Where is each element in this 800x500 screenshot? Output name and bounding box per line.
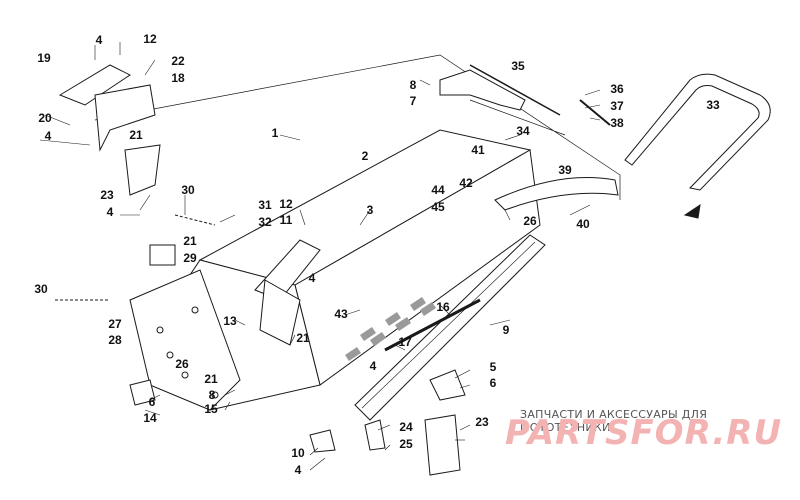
callout-7: 7	[409, 94, 417, 108]
bracket-24	[364, 419, 386, 451]
callout-31: 31	[258, 198, 272, 212]
front-hoop	[58, 64, 131, 106]
callout-28: 28	[108, 333, 122, 347]
callout-33: 33	[706, 98, 720, 112]
callout-12: 12	[143, 32, 157, 46]
callout-8: 8	[409, 78, 417, 92]
running-board-rail	[354, 234, 546, 421]
callout-21: 21	[183, 234, 197, 248]
callout-12: 12	[279, 197, 293, 211]
callout-35: 35	[511, 59, 525, 73]
cable-30-top	[174, 214, 216, 226]
callout-3: 3	[366, 203, 374, 217]
traction-strip	[384, 298, 481, 352]
leader-line	[279, 134, 301, 141]
callout-26: 26	[523, 214, 537, 228]
callout-32: 32	[258, 215, 272, 229]
callout-2: 2	[361, 149, 369, 163]
callout-6: 6	[489, 376, 497, 390]
front-bracket-18	[94, 84, 156, 152]
watermark-caption: ЗАПЧАСТИ И АКСЕССУАРЫ ДЛЯ МОТОТЕХНИКИ	[520, 408, 708, 434]
callout-21: 21	[296, 331, 310, 345]
callout-36: 36	[610, 82, 624, 96]
callout-43: 43	[334, 307, 348, 321]
callout-18: 18	[171, 71, 185, 85]
callout-4: 4	[369, 359, 377, 373]
callout-29: 29	[183, 251, 197, 265]
watermark-logo: PARTSFOR.RU	[505, 413, 783, 453]
callout-27: 27	[108, 317, 122, 331]
callout-23: 23	[475, 415, 489, 429]
callout-4: 4	[294, 463, 302, 477]
callout-13: 13	[223, 314, 237, 328]
callout-1: 1	[271, 126, 279, 140]
callout-41: 41	[471, 143, 485, 157]
callout-11: 11	[279, 213, 293, 227]
skid-plate-lower	[424, 414, 461, 476]
callout-45: 45	[431, 200, 445, 214]
callout-17: 17	[398, 335, 412, 349]
tunnel-side-cutouts	[345, 297, 436, 361]
callout-5: 5	[489, 360, 497, 374]
callout-23: 23	[100, 188, 114, 202]
callout-20: 20	[38, 111, 52, 125]
callout-10: 10	[291, 446, 305, 460]
callout-25: 25	[399, 437, 413, 451]
rear-bumper	[624, 73, 771, 191]
callout-19: 19	[37, 51, 51, 65]
callout-34: 34	[516, 124, 530, 138]
rear-bumper-arrow	[683, 203, 701, 219]
callout-30: 30	[34, 282, 48, 296]
callout-40: 40	[576, 217, 590, 231]
callout-30: 30	[181, 183, 195, 197]
callout-8: 8	[208, 388, 216, 402]
skid-plate-upper	[124, 144, 161, 196]
callout-21: 21	[129, 128, 143, 142]
module-29	[149, 244, 176, 266]
callout-16: 16	[436, 300, 450, 314]
callout-4: 4	[44, 129, 52, 143]
callout-42: 42	[459, 176, 473, 190]
callout-4: 4	[95, 33, 103, 47]
rear-cover-plate	[439, 69, 526, 111]
callout-4: 4	[308, 271, 316, 285]
rod-38	[579, 99, 611, 126]
running-board-rail-inner	[361, 241, 536, 409]
callout-24: 24	[399, 420, 413, 434]
assembly-boundary-line	[94, 54, 621, 200]
callout-15: 15	[204, 402, 218, 416]
callout-22: 22	[171, 54, 185, 68]
callout-4: 4	[106, 205, 114, 219]
callout-6: 6	[148, 395, 156, 409]
rear-flap	[494, 177, 619, 211]
bracket-14	[129, 379, 156, 406]
bulkhead-holes	[156, 306, 219, 399]
callout-21: 21	[204, 372, 218, 386]
callout-38: 38	[610, 116, 624, 130]
bracket-5	[429, 369, 466, 401]
callout-9: 9	[502, 323, 510, 337]
callout-39: 39	[558, 163, 572, 177]
leader-lines	[39, 42, 601, 471]
callout-44: 44	[431, 183, 445, 197]
callout-14: 14	[143, 411, 157, 425]
bracket-10	[309, 429, 336, 453]
callout-26: 26	[175, 357, 189, 371]
rod-35	[469, 64, 561, 116]
callout-37: 37	[610, 99, 624, 113]
